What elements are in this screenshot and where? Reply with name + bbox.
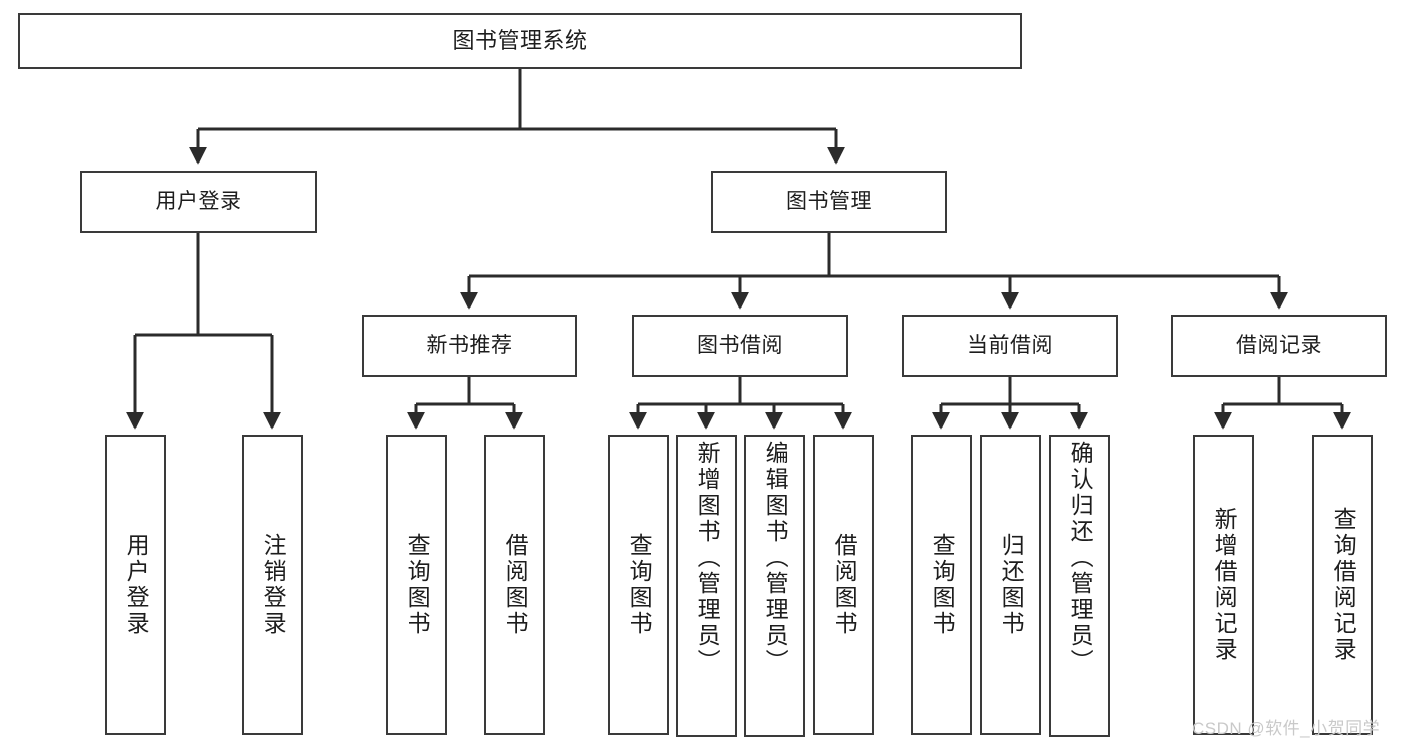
node-label: 查询图书 bbox=[929, 533, 956, 637]
node-label: 编辑图书（管理员） bbox=[762, 441, 789, 675]
csdn-watermark: CSDN @软件_小贺同学 bbox=[1192, 719, 1381, 738]
node-label: 借阅图书 bbox=[831, 533, 858, 637]
node-label: 查询图书 bbox=[404, 533, 431, 637]
leaf-query-borrow-record[interactable]: 查询借阅记录 bbox=[1312, 435, 1373, 735]
node-label: 查询图书 bbox=[626, 533, 653, 637]
node-label: 新增图书（管理员） bbox=[694, 441, 721, 675]
leaf-add-book-admin[interactable]: 新增图书（管理员） bbox=[676, 435, 737, 737]
leaf-borrow-book[interactable]: 借阅图书 bbox=[813, 435, 874, 735]
node-label: 图书管理系统 bbox=[452, 28, 588, 54]
node-label: 当前借阅 bbox=[967, 333, 1053, 357]
node-label: 借阅图书 bbox=[502, 533, 529, 637]
leaf-confirm-return-admin[interactable]: 确认归还（管理员） bbox=[1049, 435, 1110, 737]
node-root-book-management-system[interactable]: 图书管理系统 bbox=[18, 13, 1022, 69]
node-label: 借阅记录 bbox=[1236, 333, 1322, 357]
leaf-edit-book-admin[interactable]: 编辑图书（管理员） bbox=[744, 435, 805, 737]
node-label: 图书管理 bbox=[786, 189, 872, 213]
node-label: 查询借阅记录 bbox=[1330, 507, 1357, 663]
node-label: 用户登录 bbox=[155, 189, 242, 213]
node-book-management[interactable]: 图书管理 bbox=[711, 171, 947, 233]
node-label: 用户登录 bbox=[123, 533, 150, 637]
node-book-borrow[interactable]: 图书借阅 bbox=[632, 315, 848, 377]
node-current-borrow[interactable]: 当前借阅 bbox=[902, 315, 1118, 377]
node-new-book-recommend[interactable]: 新书推荐 bbox=[362, 315, 577, 377]
leaf-query-book-recommend[interactable]: 查询图书 bbox=[386, 435, 447, 735]
leaf-query-book-current[interactable]: 查询图书 bbox=[911, 435, 972, 735]
leaf-logout[interactable]: 注销登录 bbox=[242, 435, 303, 735]
node-label: 图书借阅 bbox=[697, 333, 783, 357]
leaf-borrow-book-recommend[interactable]: 借阅图书 bbox=[484, 435, 545, 735]
node-label: 注销登录 bbox=[260, 533, 287, 637]
leaf-query-book-borrow[interactable]: 查询图书 bbox=[608, 435, 669, 735]
leaf-return-book[interactable]: 归还图书 bbox=[980, 435, 1041, 735]
leaf-add-borrow-record[interactable]: 新增借阅记录 bbox=[1193, 435, 1254, 735]
node-borrow-record[interactable]: 借阅记录 bbox=[1171, 315, 1387, 377]
node-label: 新增借阅记录 bbox=[1211, 507, 1238, 663]
node-label: 确认归还（管理员） bbox=[1067, 441, 1094, 675]
leaf-user-login[interactable]: 用户登录 bbox=[105, 435, 166, 735]
node-user-login[interactable]: 用户登录 bbox=[80, 171, 317, 233]
node-label: 归还图书 bbox=[998, 533, 1025, 637]
node-label: 新书推荐 bbox=[426, 333, 513, 357]
